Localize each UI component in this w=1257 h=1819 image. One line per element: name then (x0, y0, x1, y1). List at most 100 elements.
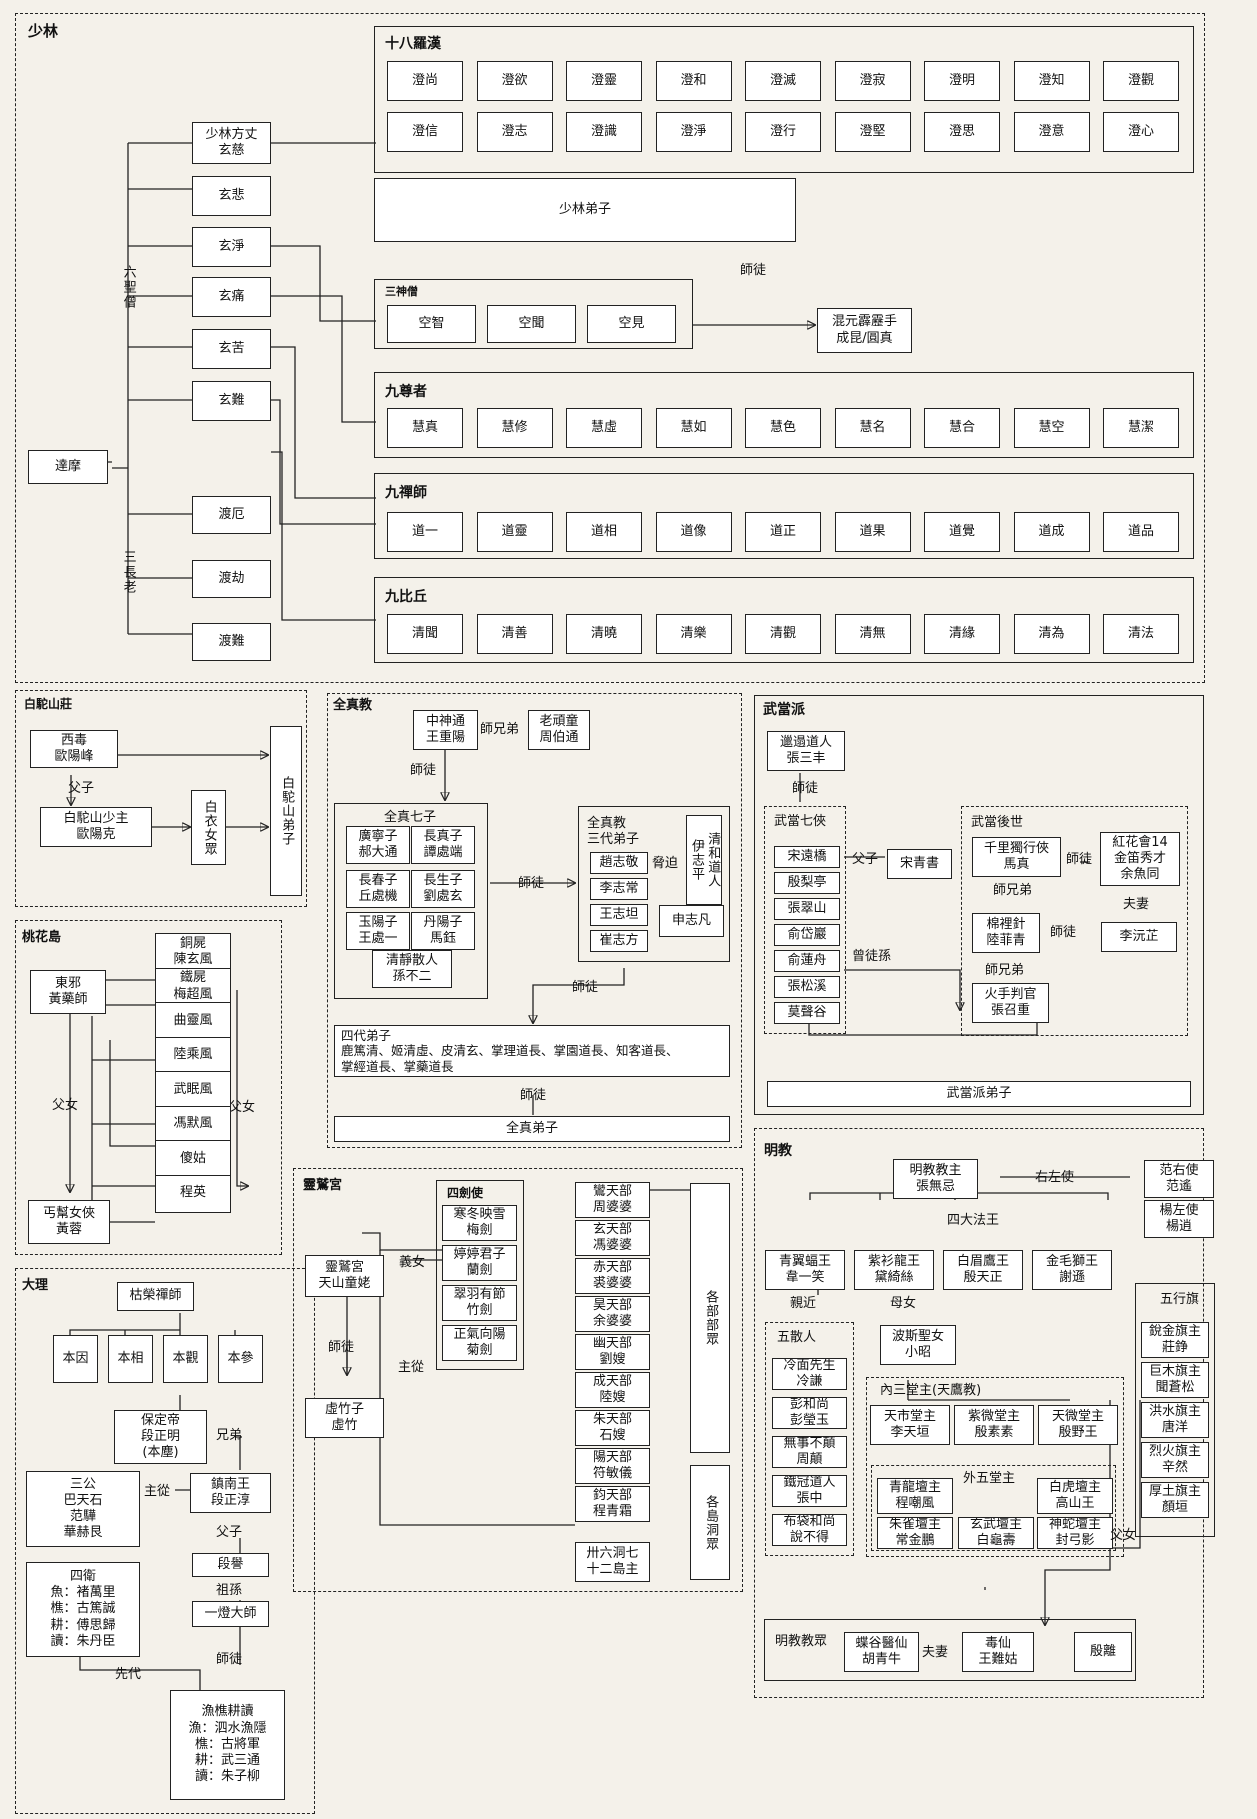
wudang-shitu-2: 師徒 (1066, 852, 1093, 867)
wudang-shitu-3: 師徒 (1050, 925, 1077, 940)
hunyuan-box: 混元霹靂手 成昆/圓真 (817, 308, 912, 353)
jiutianbu-8: 鈞天部 程青霜 (575, 1486, 650, 1522)
luohan-4: 澄行 (745, 112, 821, 152)
nine-chanshi-title: 九禪師 (385, 485, 427, 501)
sunbuer-box: 清靜散人 孫不二 (372, 950, 452, 988)
fanyao-box: 范右使 范遙 (1144, 1160, 1214, 1198)
wudang-fuzi-label: 父子 (852, 852, 879, 867)
neisan-2: 天微堂主 殷野王 (1038, 1405, 1118, 1445)
neisan-group (866, 1377, 1124, 1557)
yuyutong-box: 紅花會14 金笛秀才 余魚同 (1100, 832, 1180, 886)
luohan-8: 澄觀 (1103, 61, 1179, 101)
luohan-4: 澄滅 (745, 61, 821, 101)
nine-biqiu-title: 九比丘 (385, 589, 427, 605)
fawang-1: 紫衫龍王 黛綺絲 (854, 1250, 934, 1290)
qixia-5: 張松溪 (774, 976, 840, 998)
wudang-fuqi-label: 夫妻 (1123, 897, 1150, 912)
qixia-1: 殷梨亭 (774, 872, 840, 894)
baituo-fuzi-label: 父子 (68, 781, 95, 796)
taohua-disciple-7: 程英 (155, 1174, 231, 1213)
chanshi-6: 道覺 (924, 512, 1000, 552)
nine-chanshi-group (374, 473, 1194, 559)
liu-shengseng-label: 六聖僧 (120, 265, 136, 310)
wudang-region (754, 695, 1204, 1115)
chanshi-2: 道相 (566, 512, 642, 552)
xuannan-box: 玄難 (192, 381, 271, 421)
luohan-2: 澄識 (566, 112, 642, 152)
qinjin-label: 親近 (790, 1296, 817, 1311)
luohan-2: 澄靈 (566, 61, 642, 101)
wusan-group (765, 1322, 854, 1556)
zhangzhaozhong-box: 火手判官 張召重 (972, 983, 1049, 1023)
sidai-box: 四代弟子 鹿篤清、姬清虛、皮清玄、掌理道長、掌園道長、知客道長、 掌經道長、掌藥… (334, 1025, 730, 1077)
dali-fuzi-label: 父子 (216, 1525, 243, 1540)
zhangsanfeng-box: 邋遢道人 張三丰 (767, 731, 845, 771)
neisan-0: 天市堂主 李天垣 (870, 1405, 950, 1445)
dali-zusun-label: 祖孫 (216, 1583, 243, 1598)
wudang-shitu-label: 師徒 (792, 781, 819, 796)
qizi-1: 長真子 譚處端 (411, 826, 475, 864)
luohan-6: 澄思 (924, 112, 1000, 152)
luohan-8: 澄心 (1103, 112, 1179, 152)
biqiu-3: 清樂 (655, 614, 732, 654)
dali-zhucong-label: 主從 (144, 1484, 171, 1499)
qizi-0: 廣寧子 郝大通 (346, 826, 410, 864)
shenzhifan-box: 申志凡 (659, 905, 724, 937)
luohan-1: 澄欲 (476, 61, 553, 101)
houshi-title: 武當後世 (971, 815, 1024, 830)
wangnangu-box: 毒仙 王難姑 (962, 1632, 1034, 1672)
xuzhu-box: 虛竹子 虛竹 (305, 1398, 384, 1438)
jiutianbu-6: 朱天部 石嫂 (575, 1410, 650, 1446)
taohua-funv-left: 父女 (52, 1098, 79, 1113)
mingjiao-funv-label: 父女 (1110, 1528, 1137, 1543)
jiaozhong-title: 明教教眾 (775, 1634, 828, 1649)
huangrong-box: 丐幫女俠 黃蓉 (28, 1200, 110, 1244)
fawang-2: 白眉鷹王 殷天正 (943, 1250, 1023, 1290)
quanzhen-shitu-3: 師徒 (572, 980, 599, 995)
qizi-title: 全真七子 (384, 810, 437, 825)
shaolin-abbot: 少林方丈 玄慈 (192, 122, 271, 164)
quanzhen-shitu-4: 師徒 (520, 1088, 547, 1103)
pobi-label: 脅迫 (652, 856, 679, 871)
chanshi-5: 道果 (834, 512, 911, 552)
huangyaoshi-box: 東邪 黃藥師 (30, 970, 106, 1014)
zunzhe-5: 慧名 (834, 408, 911, 448)
taohua-title: 桃花島 (22, 930, 62, 945)
duanyu-box: 段譽 (192, 1553, 269, 1577)
neisan-title: 內三堂主(天鷹教) (880, 1383, 982, 1398)
mingjiao-title: 明教 (764, 1143, 792, 1159)
neisan-1: 紫微堂主 殷素素 (954, 1405, 1034, 1445)
dunan-box: 渡難 (192, 623, 271, 661)
luohan-5: 澄堅 (834, 112, 911, 152)
wusan-3: 鐵冠道人 張中 (772, 1475, 847, 1507)
lingjiu-zhucong-label: 主從 (398, 1360, 425, 1375)
qizi-4: 玉陽子 王處一 (346, 912, 410, 950)
nine-zunzhe-group (374, 372, 1194, 458)
qixia-group (764, 806, 846, 1034)
taohua-region (15, 920, 282, 1255)
qinghe-box: 清和道人 伊志平 (686, 815, 722, 905)
dali-xiongdi-label: 兄弟 (216, 1428, 243, 1443)
kurong-box: 枯榮禪師 (117, 1282, 194, 1311)
taohua-disciple-0: 銅屍 陳玄風 (155, 933, 231, 971)
baituo-disciples-box: 白駝山弟子 (270, 726, 302, 896)
liyuanzhi-box: 李沅芷 (1101, 922, 1177, 952)
jiutianbu-2: 赤天部 裘婆婆 (575, 1258, 650, 1294)
zunzhe-0: 慧真 (387, 408, 463, 448)
dongzhong-box: 各島洞眾 (690, 1465, 730, 1580)
jiutianbu-5: 成天部 陸嫂 (575, 1372, 650, 1408)
zunzhe-7: 慧空 (1013, 408, 1090, 448)
nine-zunzhe-title: 九尊者 (385, 384, 427, 400)
wusan-4: 布袋和尚 說不得 (772, 1514, 847, 1546)
waiwu-1: 朱雀壇主 常金鵬 (877, 1517, 953, 1549)
wudang-disciples-box: 武當派弟子 (767, 1081, 1191, 1107)
sanshen-title: 三神僧 (385, 285, 418, 298)
chanshi-8: 道品 (1103, 512, 1179, 552)
chanshi-4: 道正 (745, 512, 821, 552)
qizi-5: 丹陽子 馬鈺 (411, 912, 475, 950)
fawang-0: 青翼蝠王 韋一笑 (765, 1250, 845, 1290)
quanzhen-disciples-box: 全真弟子 (334, 1116, 730, 1142)
quanzhen-shixiong-label: 師兄弟 (480, 722, 520, 737)
luohan-6: 澄明 (924, 61, 1000, 101)
sanshen-0: 空智 (387, 305, 476, 343)
